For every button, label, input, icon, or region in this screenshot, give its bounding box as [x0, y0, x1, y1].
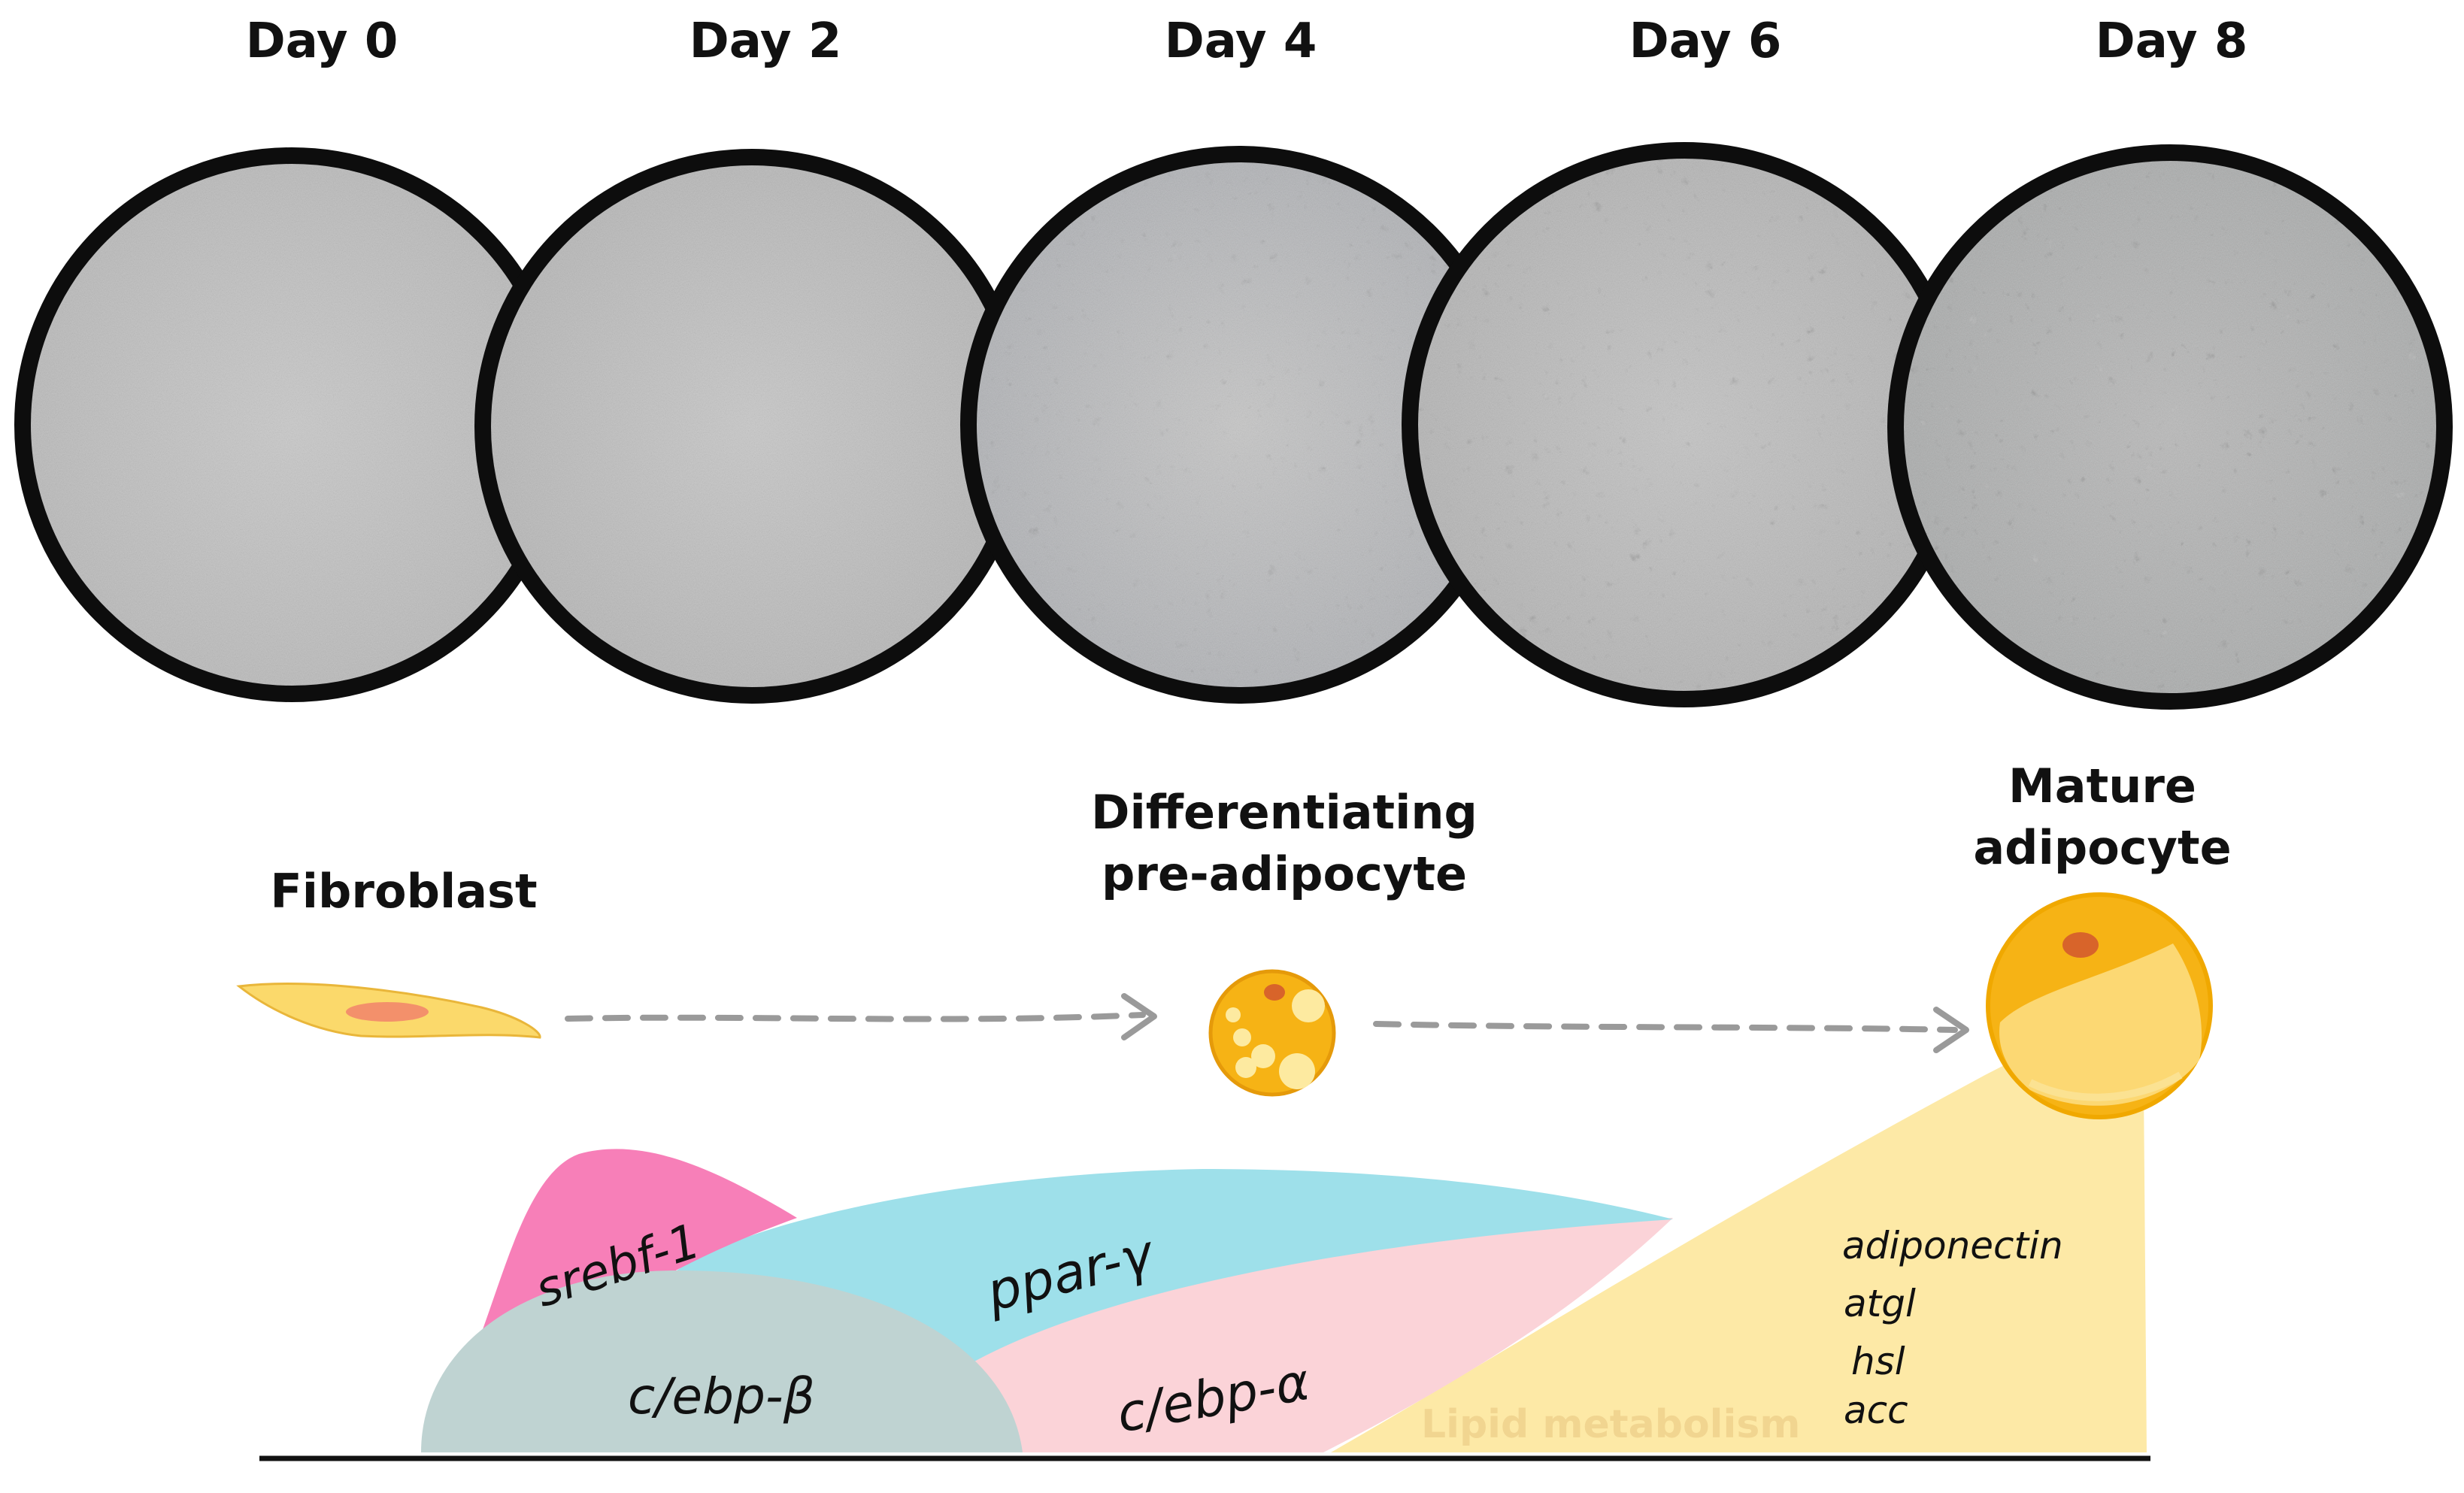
micrograph-day-2: [474, 149, 1029, 704]
lipid-metabolism-label: Lipid metabolism: [1421, 1402, 1801, 1447]
differentiating-label-line-1: Differentiating: [1091, 785, 1477, 840]
preadipocyte-cell: [1208, 969, 1336, 1097]
marker-acc: acc: [1844, 1389, 1908, 1432]
micrograph-day-6: [1402, 142, 1967, 707]
marker-hsl: hsl: [1851, 1340, 1905, 1383]
differentiating-label-line-2: pre-adipocyte: [1101, 846, 1468, 901]
srebf-1-area: [474, 1149, 797, 1353]
cebp-beta-area: [421, 1270, 1023, 1452]
day-label-8: Day 8: [2095, 14, 2248, 69]
marker-atgl: atgl: [1844, 1282, 1916, 1325]
fibroblast-cell: [236, 983, 541, 1039]
cebp-alpha-area: [827, 1218, 1673, 1452]
cebp-beta-label: c/ebp-β: [628, 1367, 815, 1425]
mature-label-line-1: Mature: [2008, 759, 2196, 813]
micrograph-day-4: [960, 146, 1518, 704]
fibroblast-label: Fibroblast: [270, 864, 538, 919]
mature-adipocyte-label: Mature adipocyte: [1973, 756, 2231, 879]
ppar-gamma-area: [677, 1169, 1673, 1368]
day-label-2: Day 2: [689, 14, 842, 69]
differentiating-preadipocyte-label: Differentiating pre-adipocyte: [1091, 782, 1477, 905]
mature-adipocyte-cell: [1986, 892, 2213, 1119]
arrow-preadipocyte-to-adipocyte: [1373, 1007, 1969, 1053]
micrograph-day-8: [1887, 144, 2453, 710]
mature-label-line-2: adipocyte: [1973, 819, 2232, 875]
marker-adiponectin: adiponectin: [1842, 1224, 2063, 1267]
day-label-4: Day 4: [1164, 14, 1317, 69]
arrow-fibroblast-to-preadipocyte: [565, 993, 1157, 1040]
micrograph-day-0: [14, 147, 569, 702]
lipid-metabolism-area: [1331, 994, 2147, 1452]
day-label-0: Day 0: [245, 14, 399, 69]
day-label-6: Day 6: [1629, 14, 1782, 69]
